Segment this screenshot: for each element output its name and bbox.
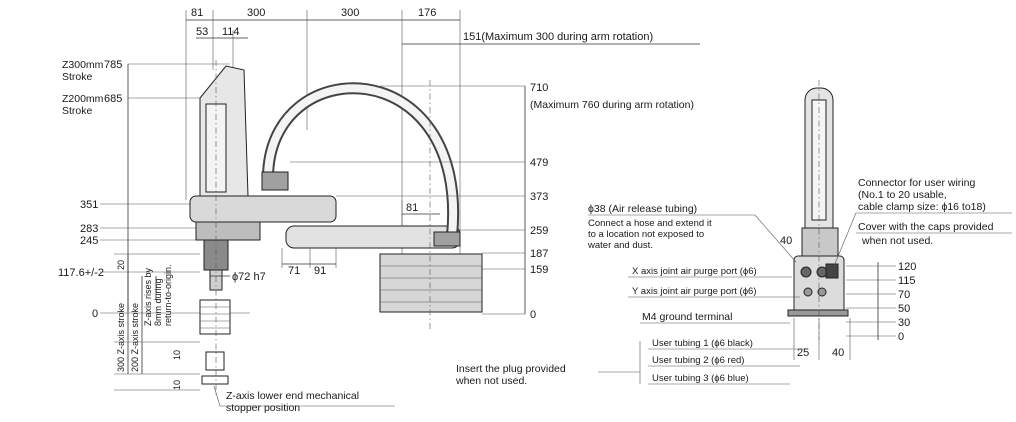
left-height-labels: Z300mm Stroke Z200mm Stroke 785 685 351 … xyxy=(58,59,250,320)
z300-label-2: Stroke xyxy=(62,71,93,83)
side-height-70: 70 xyxy=(898,289,910,301)
lower-stopper-base xyxy=(201,375,229,385)
connector-arm2 xyxy=(433,231,461,247)
connector-note-1: Connector for user wiring xyxy=(858,177,975,189)
dim-91: 91 xyxy=(314,265,326,277)
z-rise-line2: 8mm during xyxy=(153,278,163,326)
height-373: 373 xyxy=(530,191,548,203)
side-shoulder xyxy=(801,227,839,259)
dim-40-a: 40 xyxy=(780,235,792,247)
height-479: 479 xyxy=(530,157,548,169)
side-height-115: 115 xyxy=(898,275,916,287)
side-connector xyxy=(825,263,839,279)
x-purge-label: X axis joint air purge port (ϕ6) xyxy=(632,266,757,277)
height-785: 785 xyxy=(104,59,122,71)
height-117: 117.6+/-2 xyxy=(58,267,104,279)
dim-151-note: 151(Maximum 300 during arm rotation) xyxy=(463,31,653,43)
side-labels: ϕ38 (Air release tubing) Connect a hose … xyxy=(455,177,1012,387)
height-187: 187 xyxy=(530,248,548,260)
stopper-note-line1: Z-axis lower end mechanical xyxy=(226,390,359,402)
height-245: 245 xyxy=(80,235,98,247)
dim-176: 176 xyxy=(418,7,436,19)
user-tubing-1: User tubing 1 (ϕ6 black) xyxy=(652,338,753,349)
dim-10-b: 10 xyxy=(172,380,182,390)
lower-stopper xyxy=(205,351,225,371)
z-rise-line3: return-to-origin. xyxy=(163,264,173,326)
height-710-note: (Maximum 760 during arm rotation) xyxy=(530,99,694,111)
height-351: 351 xyxy=(80,199,98,211)
z-rise-line1: Z-axis rises by xyxy=(143,267,153,326)
dim-81-top: 81 xyxy=(191,7,203,19)
user-tubing-2: User tubing 2 (ϕ6 red) xyxy=(652,355,744,366)
dim-25: 25 xyxy=(797,347,809,359)
hose-note-1: Connect a hose and extend it xyxy=(588,218,712,229)
height-283: 283 xyxy=(80,223,98,235)
z300-stroke-label: 300 Z-axis stroke xyxy=(116,303,126,372)
height-685: 685 xyxy=(104,93,122,105)
middle-dimensions: 81 71 91 ϕ72 h7 20 300 Z-axis stroke 200… xyxy=(114,200,440,391)
hose-note-2: to a location not exposed to xyxy=(588,229,704,240)
robot-arm1 xyxy=(189,195,337,223)
ground-label: M4 ground terminal xyxy=(642,311,732,323)
dim-114: 114 xyxy=(222,26,240,38)
hose-note-3: water and dust. xyxy=(587,240,653,251)
cover-note-2: when not used. xyxy=(861,235,933,247)
phi38-label: ϕ38 (Air release tubing) xyxy=(588,203,697,215)
connector-note-2: (No.1 to 20 usable, xyxy=(858,189,947,201)
plug-note-2: when not used. xyxy=(455,375,527,387)
height-710: 710 xyxy=(530,82,548,94)
side-height-120: 120 xyxy=(898,261,916,273)
dim-53: 53 xyxy=(196,26,208,38)
bottom-note: Z-axis lower end mechanical stopper posi… xyxy=(213,385,395,414)
z300-label-1: Z300mm xyxy=(62,59,104,71)
dim-300-left: 300 xyxy=(247,7,265,19)
dim-10-a: 10 xyxy=(172,350,182,360)
right-height-labels: 710 (Maximum 760 during arm rotation) 47… xyxy=(290,82,694,321)
dim-20: 20 xyxy=(116,260,126,270)
height-0-left: 0 xyxy=(92,308,98,320)
robot-side-view xyxy=(787,80,849,340)
stopper-note-line2: stopper position xyxy=(226,402,300,414)
dim-40-b: 40 xyxy=(832,347,844,359)
height-259: 259 xyxy=(530,225,548,237)
robot-shoulder xyxy=(195,221,261,241)
robot-front-view xyxy=(189,60,483,395)
dim-phi72: ϕ72 h7 xyxy=(232,271,266,283)
height-159: 159 xyxy=(530,264,548,276)
dim-81-mid: 81 xyxy=(406,202,418,214)
top-dimensions: 81 300 300 176 53 114 151(Maximum 300 du… xyxy=(185,7,700,260)
connector-note-3: cable clamp size: ϕ16 to18) xyxy=(858,201,986,213)
side-height-0: 0 xyxy=(898,331,904,343)
z200-stroke-label: 200 Z-axis stroke xyxy=(130,303,140,372)
dim-300-right: 300 xyxy=(341,7,359,19)
height-0-right: 0 xyxy=(530,309,536,321)
side-height-50: 50 xyxy=(898,303,910,315)
z200-label-2: Stroke xyxy=(62,105,93,117)
y-purge-label: Y axis joint air purge port (ϕ6) xyxy=(632,286,756,297)
user-tubing-3: User tubing 3 (ϕ6 blue) xyxy=(652,373,749,384)
connector-top xyxy=(261,171,289,191)
dim-71: 71 xyxy=(288,265,300,277)
bellows xyxy=(199,299,231,335)
plug-note-1: Insert the plug provided xyxy=(456,363,566,375)
cover-note-1: Cover with the caps provided xyxy=(858,221,994,233)
side-height-30: 30 xyxy=(898,317,910,329)
z200-label-1: Z200mm xyxy=(62,93,104,105)
controller-box xyxy=(379,253,483,313)
